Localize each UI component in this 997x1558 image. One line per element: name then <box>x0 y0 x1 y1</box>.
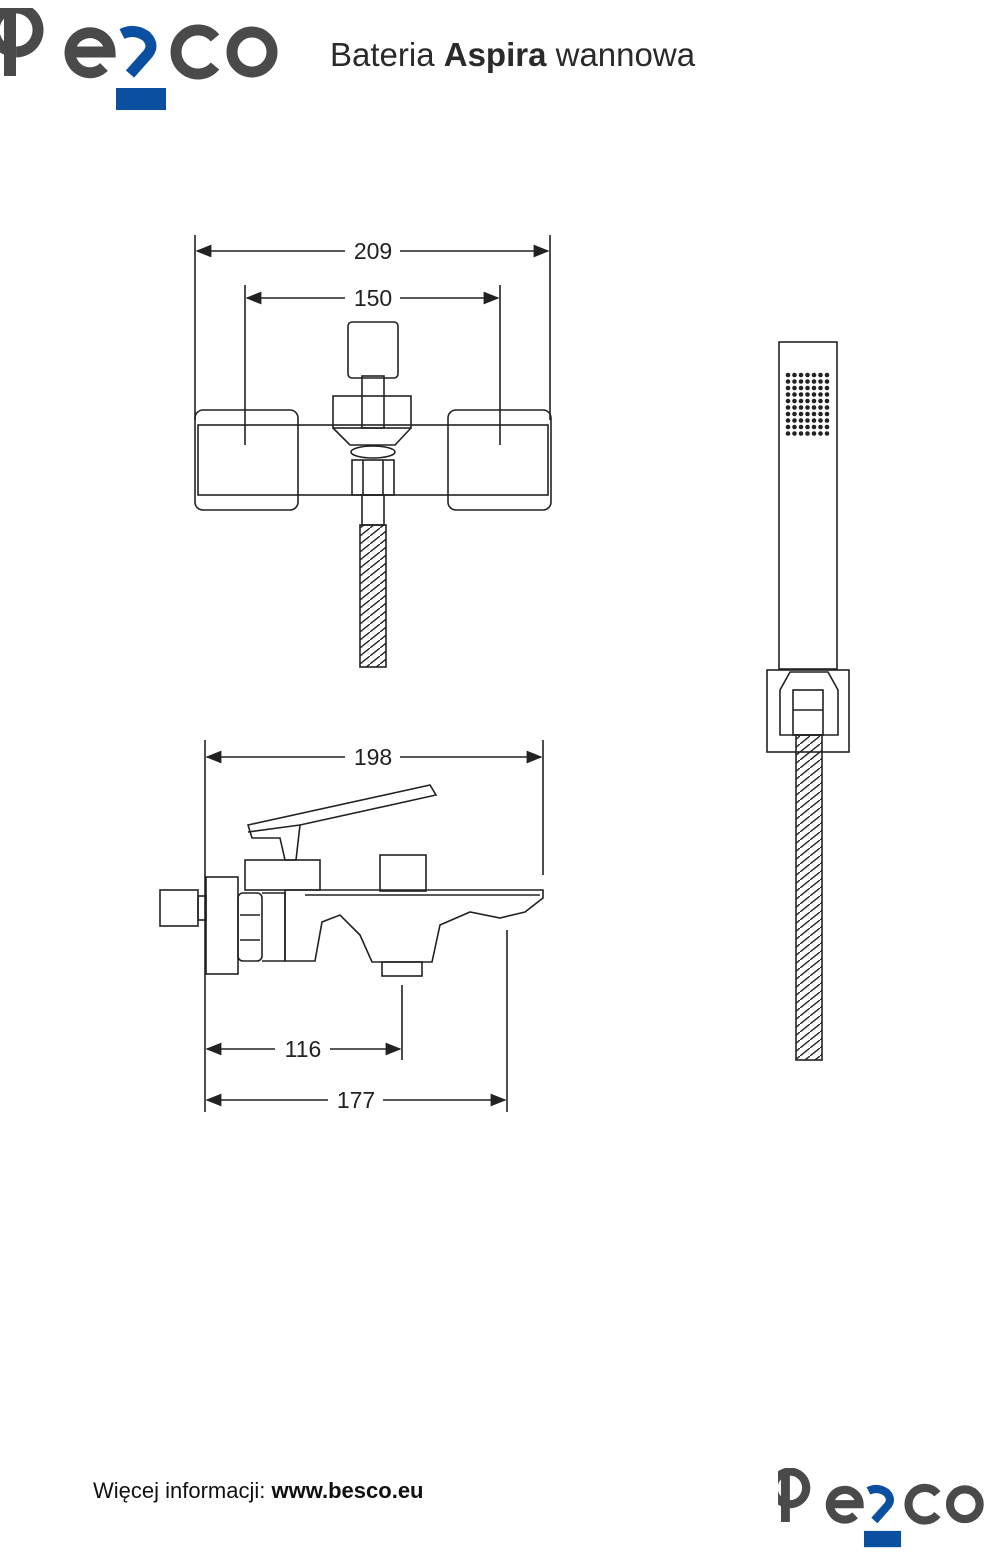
shower-nozzle <box>811 418 817 423</box>
footer-website-link[interactable]: www.besco.eu <box>271 1478 424 1503</box>
shower-nozzle <box>792 379 797 384</box>
shower-nozzle <box>811 424 817 430</box>
shower-nozzle <box>792 424 797 430</box>
side-view <box>159 740 544 1112</box>
shower-nozzle <box>798 424 804 430</box>
shower-nozzle <box>805 379 810 384</box>
shower-nozzle <box>792 385 797 391</box>
shower-nozzle <box>805 431 810 436</box>
dimension-front-spacing: 150 <box>354 285 392 311</box>
shower-nozzle <box>798 385 804 391</box>
shower-nozzle <box>811 379 817 384</box>
shower-nozzle <box>818 418 823 423</box>
shower-nozzle <box>824 385 830 391</box>
shower-nozzle <box>798 418 804 423</box>
shower-nozzle <box>805 418 810 423</box>
shower-nozzle <box>792 392 797 397</box>
shower-nozzle <box>785 379 791 384</box>
shower-nozzle <box>811 385 817 391</box>
logo-wordmark <box>0 2 278 80</box>
shower-nozzle <box>792 418 797 423</box>
shower-nozzle <box>798 379 804 384</box>
technical-drawing: 209 150 198 11 <box>159 235 850 1113</box>
shower-nozzle-grid <box>785 372 830 436</box>
brand-logo-graphic <box>0 2 278 110</box>
logo-footer-accent-block <box>864 1530 902 1548</box>
shower-nozzle <box>811 431 817 436</box>
shower-nozzle <box>785 385 791 391</box>
shower-nozzle <box>824 411 830 417</box>
shower-nozzle <box>824 424 830 430</box>
shower-nozzle <box>785 398 791 404</box>
footer-info: Więcej informacji: www.besco.eu <box>93 1478 424 1504</box>
shower-nozzle <box>785 372 791 378</box>
shower-nozzle <box>811 411 817 417</box>
shower-nozzle <box>792 372 797 378</box>
title-prefix: Bateria <box>330 36 444 73</box>
logo-footer-wordmark <box>769 1467 984 1525</box>
front-view <box>194 235 552 668</box>
shower-nozzle <box>824 379 830 384</box>
brand-logo-footer-graphic <box>769 1467 984 1548</box>
shower-nozzle <box>824 398 830 404</box>
shower-nozzle <box>811 372 817 378</box>
brand-logo <box>0 2 290 113</box>
shower-nozzle <box>785 418 791 423</box>
shower-nozzle <box>818 379 823 384</box>
hand-shower-view <box>766 341 850 1061</box>
shower-nozzle <box>818 424 823 430</box>
logo-accent-block <box>116 88 166 110</box>
shower-nozzle <box>785 424 791 430</box>
shower-nozzle <box>824 431 830 436</box>
shower-nozzle <box>818 405 823 410</box>
shower-nozzle <box>785 431 791 436</box>
shower-nozzle <box>818 372 823 378</box>
shower-nozzle <box>792 398 797 404</box>
shower-nozzle <box>792 411 797 417</box>
shower-nozzle <box>818 411 823 417</box>
dimension-side-spout: 177 <box>337 1087 375 1113</box>
shower-nozzle <box>818 385 823 391</box>
shower-nozzle <box>805 405 810 410</box>
footer-label: Więcej informacji: <box>93 1478 272 1503</box>
shower-nozzle <box>811 392 817 397</box>
shower-nozzle <box>805 372 810 378</box>
shower-nozzle <box>805 392 810 397</box>
shower-nozzle <box>798 372 804 378</box>
shower-nozzle <box>785 405 791 410</box>
shower-nozzle <box>811 398 817 404</box>
shower-nozzle <box>818 431 823 436</box>
shower-nozzle <box>798 392 804 397</box>
shower-nozzle <box>792 431 797 436</box>
shower-nozzle <box>824 372 830 378</box>
title-product-name: Aspira <box>443 36 547 73</box>
shower-nozzle <box>818 398 823 404</box>
shower-nozzle <box>798 411 804 417</box>
title-suffix: wannowa <box>546 36 696 73</box>
dimension-side-overall: 198 <box>354 744 392 770</box>
shower-nozzle <box>805 385 810 391</box>
shower-nozzle <box>798 405 804 410</box>
brand-logo-footer <box>769 1467 993 1553</box>
shower-nozzle <box>785 411 791 417</box>
shower-nozzle <box>798 398 804 404</box>
shower-nozzle <box>805 411 810 417</box>
shower-nozzle <box>824 392 830 397</box>
dimension-front-overall: 209 <box>354 238 392 264</box>
shower-nozzle <box>785 392 791 397</box>
shower-nozzle <box>805 424 810 430</box>
shower-nozzle <box>805 398 810 404</box>
shower-nozzle <box>824 418 830 423</box>
page-title: Bateria Aspira wannowa <box>330 36 695 74</box>
shower-nozzle <box>824 405 830 410</box>
shower-nozzle <box>811 405 817 410</box>
dimension-side-outlet: 116 <box>285 1036 322 1062</box>
shower-nozzle <box>792 405 797 410</box>
shower-nozzle <box>798 431 804 436</box>
shower-nozzle <box>818 392 823 397</box>
